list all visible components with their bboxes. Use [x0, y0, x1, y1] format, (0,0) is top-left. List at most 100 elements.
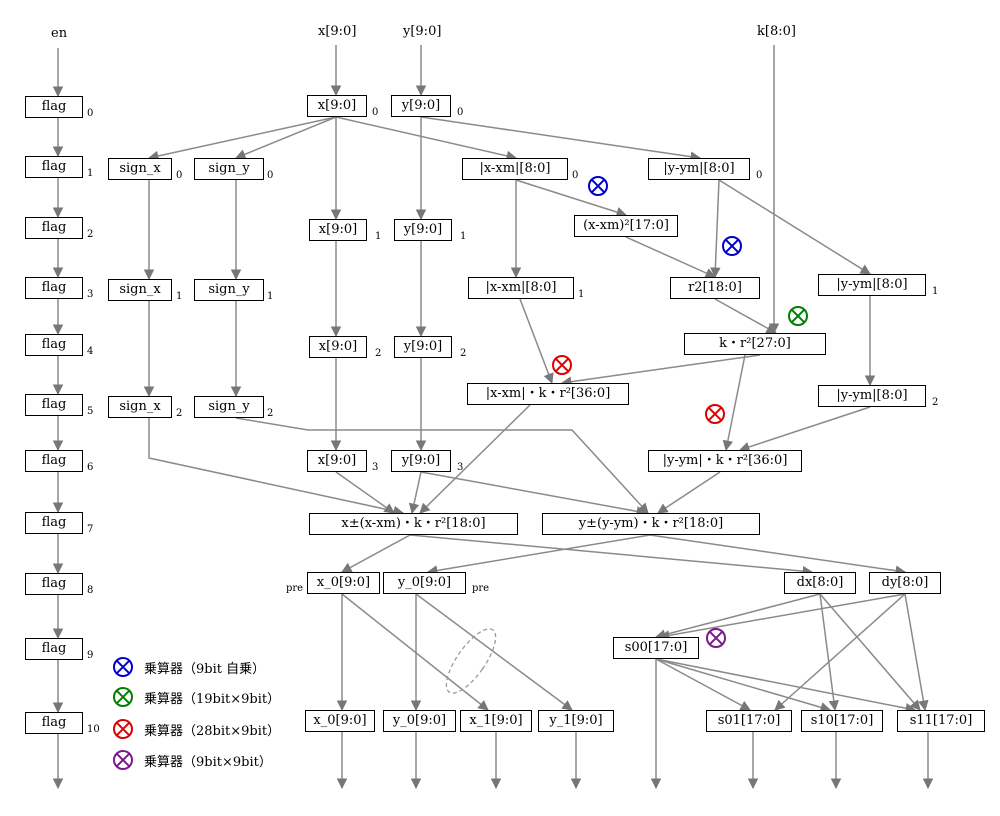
y0-output-register: y_0[9:0] [383, 710, 456, 732]
stage-subscript: 1 [176, 291, 183, 302]
register-group-ellipse [445, 628, 497, 694]
flag-box: flag [25, 512, 83, 534]
stage-subscript: 3 [372, 462, 379, 473]
abs-x-diff-register: |x-xm|[8:0] [468, 277, 574, 299]
y-register: y[9:0] [391, 450, 451, 472]
x-register: x[9:0] [309, 336, 367, 358]
k-input-label: k[8:0] [757, 24, 796, 39]
stage-subscript: 2 [267, 408, 274, 419]
pre-label: pre [472, 583, 490, 594]
y-register: y[9:0] [391, 95, 451, 117]
flag-stage-label: 2 [87, 229, 94, 240]
stage-subscript: 0 [457, 107, 464, 118]
stage-subscript: 1 [267, 291, 274, 302]
pre-label: pre [286, 583, 304, 594]
sign-y-register: sign_y [194, 279, 264, 301]
y-input-label: y[9:0] [403, 24, 442, 39]
sign-x-register: sign_x [108, 158, 172, 180]
x-product-register: |x-xm|・k・r²[36:0] [467, 383, 629, 405]
flag-stage-label: 8 [87, 585, 94, 596]
stage-subscript: 0 [267, 170, 274, 181]
sign-x-register: sign_x [108, 396, 172, 418]
s01-register: s01[17:0] [706, 710, 792, 732]
r2-register: r2[18:0] [670, 277, 760, 299]
legend-item: 乗算器（9bit×9bit） [112, 749, 272, 771]
x-register: x[9:0] [307, 95, 367, 117]
legend-item: 乗算器（9bit 自乗） [112, 656, 265, 678]
x-register: x[9:0] [307, 450, 367, 472]
flag-box: flag [25, 277, 83, 299]
legend-label: 乗算器（9bit 自乗） [144, 661, 266, 677]
x-output-register: x±(x-xm)・k・r²[18:0] [309, 513, 518, 535]
stage-subscript: 0 [572, 170, 579, 181]
s11-register: s11[17:0] [897, 710, 985, 732]
x-input-label: x[9:0] [318, 24, 357, 39]
square-register: (x-xm)²[17:0] [574, 215, 678, 237]
flag-box: flag [25, 712, 83, 734]
k-r2-register: k・r²[27:0] [684, 333, 826, 355]
flag-box: flag [25, 450, 83, 472]
sign-y-register: sign_y [194, 396, 264, 418]
s10-register: s10[17:0] [801, 710, 883, 732]
y-output-register: y±(y-ym)・k・r²[18:0] [542, 513, 760, 535]
y0-register: y_0[9:0] [383, 572, 466, 594]
sign-y-register: sign_y [194, 158, 264, 180]
abs-y-diff-register: |y-ym|[8:0] [818, 385, 926, 407]
dx-register: dx[8:0] [784, 572, 856, 594]
dy-register: dy[8:0] [869, 572, 941, 594]
sign-x-register: sign_x [108, 279, 172, 301]
circled-times-icon [113, 719, 133, 739]
legend-item: 乗算器（28bit×9bit） [112, 718, 280, 740]
multiplier-9bit-square-icon [722, 236, 742, 256]
flag-stage-label: 6 [87, 462, 94, 473]
stage-subscript: 0 [756, 170, 763, 181]
legend-label: 乗算器（9bit×9bit） [144, 754, 272, 770]
multiplier-9bit-square-icon [588, 176, 608, 196]
stage-subscript: 2 [460, 348, 467, 359]
flag-box: flag [25, 573, 83, 595]
flag-stage-label: 7 [87, 524, 94, 535]
circled-times-icon [113, 687, 133, 707]
flag-stage-label: 10 [87, 724, 100, 735]
flag-stage-label: 0 [87, 108, 94, 119]
multiplier-9x9-icon [706, 628, 726, 648]
y1-output-register: y_1[9:0] [538, 710, 614, 732]
stage-subscript: 0 [372, 107, 379, 118]
circled-times-icon [113, 657, 133, 677]
stage-subscript: 1 [375, 231, 382, 242]
flag-box: flag [25, 96, 83, 118]
stage-subscript: 2 [932, 397, 939, 408]
flag-stage-label: 5 [87, 406, 94, 417]
y-product-register: |y-ym|・k・r²[36:0] [648, 450, 802, 472]
abs-x-diff-register: |x-xm|[8:0] [462, 158, 568, 180]
stage-subscript: 3 [457, 462, 464, 473]
multiplier-28x9-icon [552, 355, 572, 375]
x-register: x[9:0] [309, 219, 367, 241]
legend-item: 乗算器（19bit×9bit） [112, 686, 280, 708]
flag-box: flag [25, 217, 83, 239]
multiplier-19x9-icon [788, 306, 808, 326]
stage-subscript: 0 [176, 170, 183, 181]
x0-register: x_0[9:0] [307, 572, 380, 594]
abs-y-diff-register: |y-ym|[8:0] [818, 274, 926, 296]
stage-subscript: 1 [932, 286, 939, 297]
flag-box: flag [25, 334, 83, 356]
x0-output-register: x_0[9:0] [305, 710, 375, 732]
flag-box: flag [25, 638, 83, 660]
y-register: y[9:0] [394, 219, 452, 241]
legend-label: 乗算器（28bit×9bit） [144, 723, 281, 739]
en-label: en [51, 26, 68, 41]
x1-output-register: x_1[9:0] [460, 710, 532, 732]
stage-subscript: 1 [578, 289, 585, 300]
multiplier-28x9-icon [705, 404, 725, 424]
s00-register: s00[17:0] [613, 637, 699, 659]
flag-box: flag [25, 394, 83, 416]
flag-stage-label: 4 [87, 346, 94, 357]
circled-times-icon [113, 750, 133, 770]
flag-stage-label: 1 [87, 168, 94, 179]
stage-subscript: 1 [460, 231, 467, 242]
legend-label: 乗算器（19bit×9bit） [144, 691, 281, 707]
y-register: y[9:0] [394, 336, 452, 358]
abs-y-diff-register: |y-ym|[8:0] [648, 158, 750, 180]
